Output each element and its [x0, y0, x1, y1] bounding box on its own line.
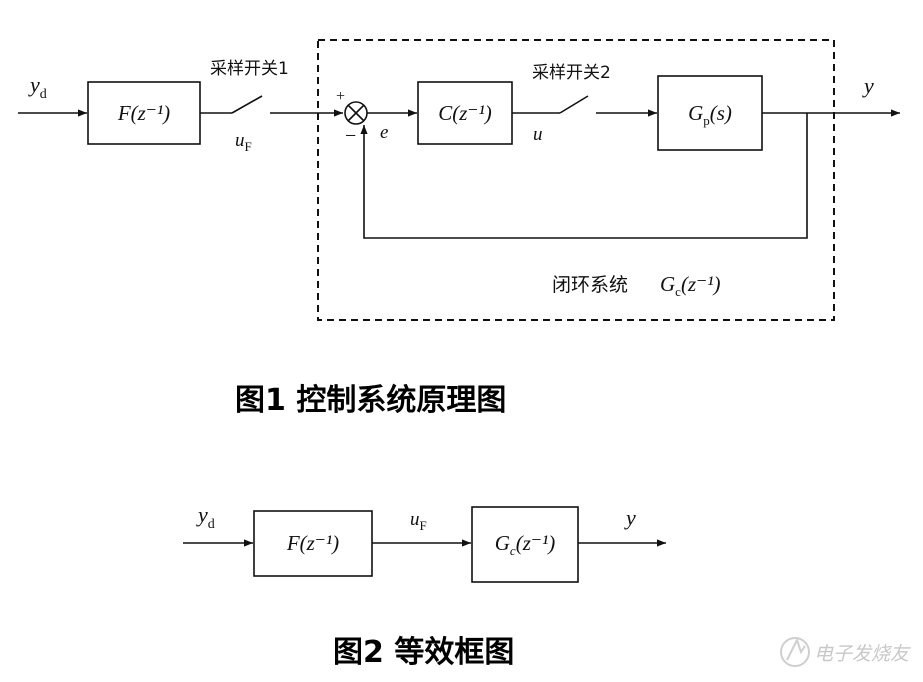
closed-loop-gc-label: Gc(z⁻¹): [660, 272, 721, 299]
figure2-caption: 图2 等效框图: [333, 635, 514, 670]
fig2-uF-label: uF: [410, 509, 427, 533]
fig2-block-gc-label: Gc(z⁻¹): [495, 531, 556, 558]
switch1-label: 采样开关1: [210, 59, 289, 79]
error-label: e: [380, 122, 388, 143]
plus-sign: +: [336, 88, 345, 105]
closed-loop-label: 闭环系统: [552, 274, 628, 296]
watermark-logo-icon: [780, 637, 810, 667]
block-gp: [657, 75, 763, 151]
fig2-block-f-label: F(z⁻¹): [286, 531, 339, 555]
block-f-label: F(z⁻¹): [117, 101, 170, 125]
feedback-path: [360, 113, 808, 239]
figure1-diagram: yd F(z⁻¹) 采样开关1 uF + − e C(z⁻¹) 采样开关2 u …: [18, 39, 900, 418]
block-gp-label: Gp(s): [688, 101, 732, 128]
input-label-yd: yd: [28, 72, 47, 102]
switch1-blade: [231, 95, 263, 114]
block-c-label: C(z⁻¹): [438, 101, 492, 125]
watermark-text: 电子发烧友: [814, 643, 911, 665]
fig2-block-f: [253, 510, 373, 577]
summing-cross-b: [347, 104, 365, 122]
fig2-block-gc: [471, 506, 579, 583]
watermark: 电子发烧友: [780, 637, 911, 667]
minus-sign: −: [345, 125, 356, 147]
fig2-output-label-y: y: [624, 505, 636, 530]
switch2-label: 采样开关2: [532, 63, 611, 83]
figure2-diagram: yd F(z⁻¹) uF Gc(z⁻¹) y 图2 等效框图: [183, 502, 666, 670]
output-label-y: y: [862, 73, 874, 98]
figure1-caption: 图1 控制系统原理图: [235, 383, 506, 418]
fig2-input-label-yd: yd: [196, 502, 215, 532]
closed-loop-boundary: [317, 39, 835, 321]
u-label: u: [533, 124, 543, 145]
switch2-blade: [559, 95, 589, 114]
uF-label: uF: [235, 130, 252, 154]
